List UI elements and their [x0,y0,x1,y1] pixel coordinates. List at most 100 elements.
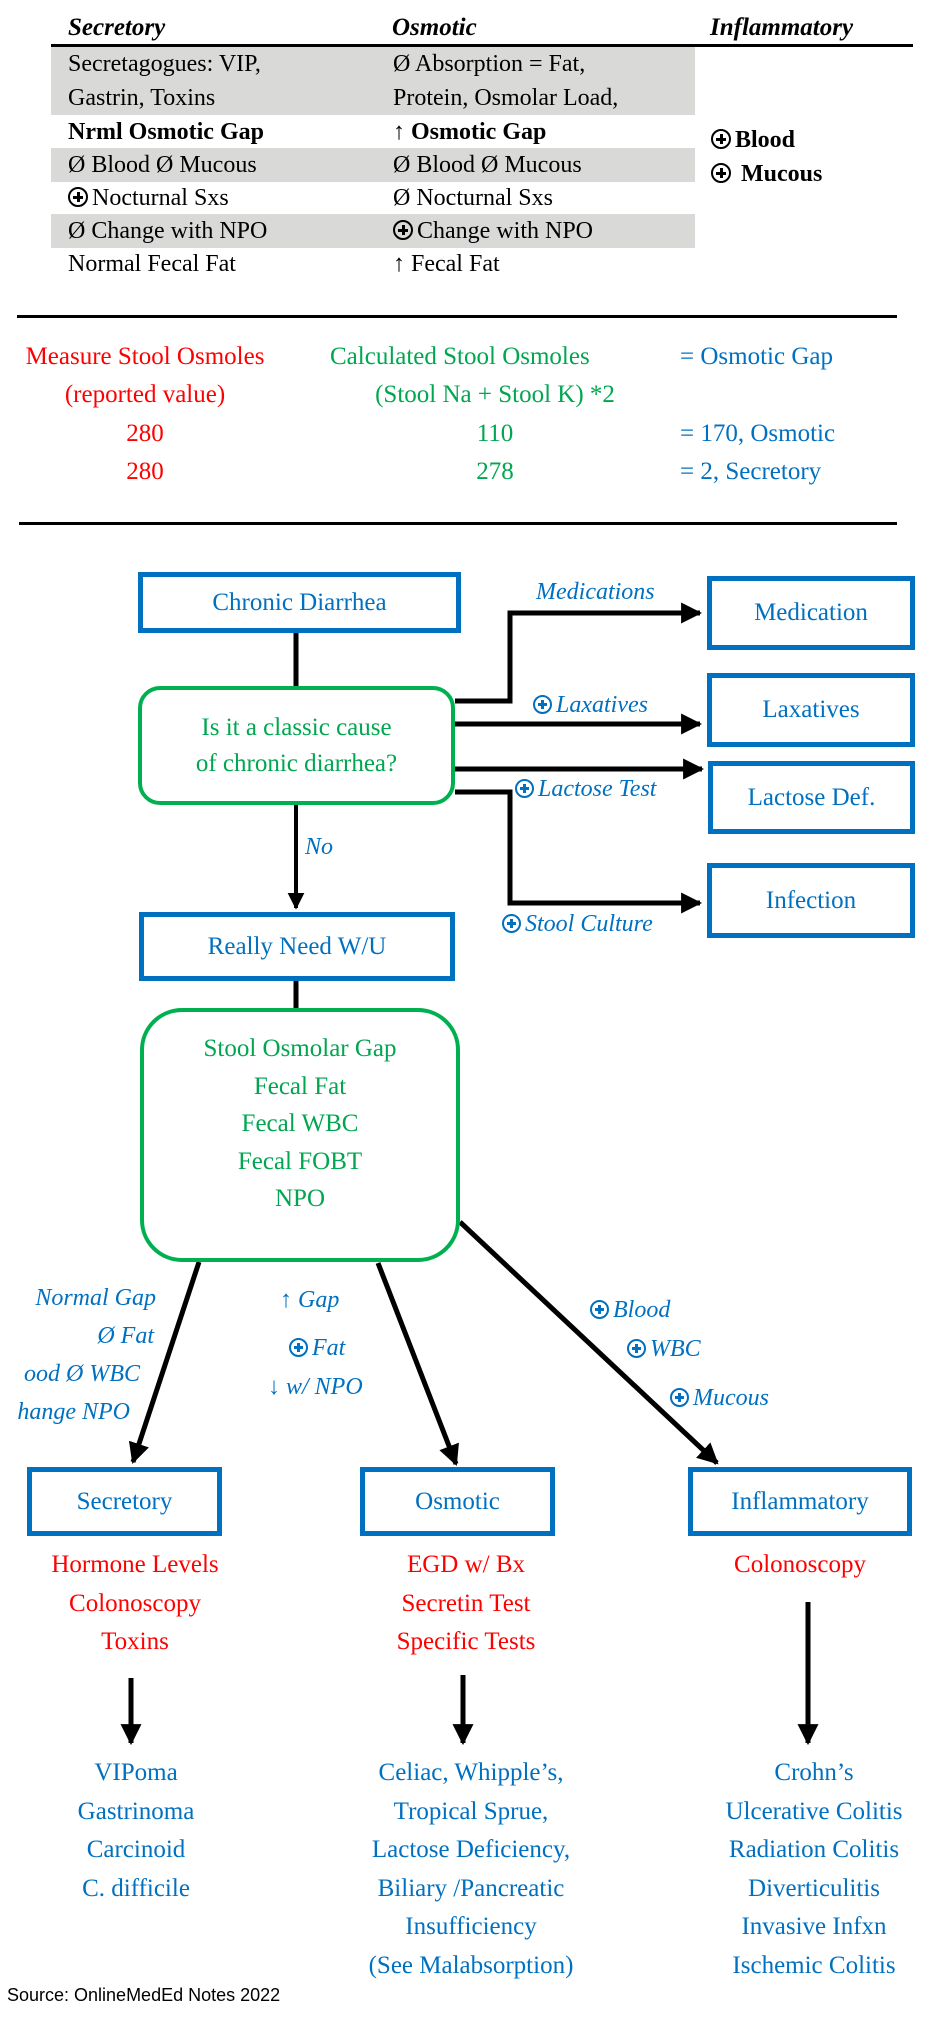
secretory-row: Ø Blood Ø Mucous [68,152,257,178]
inflammatory-row: Blood [711,124,795,156]
node-classic-cause-question: Is it a classic cause of chronic diarrhe… [138,686,455,805]
header-osmotic: Osmotic [392,14,477,41]
header-inflammatory: Inflammatory [710,14,854,41]
arrow-inflammatory [458,1220,719,1465]
label-text: Stool Culture [525,911,653,937]
calculated-header: Calculated Stool Osmoles [330,343,590,370]
osmotic-row: ↑ Osmotic Gap [393,119,547,145]
label-laxatives: Laxatives [533,691,648,719]
secretory-row: Nocturnal Sxs [68,182,229,214]
arrow-infection [455,789,703,914]
shaded-band [51,214,695,248]
secretory-row-text: Nocturnal Sxs [92,185,229,211]
criteria-item: hange NPO [17,1399,130,1425]
label-no: No [305,834,334,860]
measured-value: 280 [126,458,164,485]
node-medication: Medication [707,576,915,650]
secretory-row: Normal Fecal Fat [68,251,236,277]
calculated-subheader: (Stool Na + Stool K) *2 [375,381,615,408]
criteria-item: ood Ø WBC [24,1361,140,1387]
osmotic-tests: EGD w/ Bx Secretin Test Specific Tests [397,1546,536,1662]
osmotic-row: Ø Blood Ø Mucous [393,152,582,178]
arrow-secretory [128,1261,202,1464]
diagnosis-item: Lactose Deficiency, [371,1836,571,1863]
criteria-text: WBC [650,1336,701,1362]
section-divider [19,522,897,525]
diagnosis-item: C. difficile [82,1874,190,1902]
diagnosis-item: Gastrinoma [77,1797,195,1825]
node-osmotic: Osmotic [360,1467,555,1536]
osmotic-row: Ø Absorption = Fat, [393,51,586,77]
secretory-diagnoses: VIPoma Gastrinoma Carcinoid C. difficile [78,1754,195,1908]
plus-circle-icon [627,1339,646,1358]
section-divider [17,315,897,318]
inflammatory-tests: Colonoscopy [734,1546,866,1585]
secretory-row: Nrml Osmotic Gap [68,119,264,145]
test-item: Colonoscopy [734,1551,866,1578]
inflammatory-diagnoses: Crohn’s Ulcerative Colitis Radiation Col… [725,1754,902,1985]
diagnosis-item: VIPoma [94,1759,178,1786]
inflammatory-row-text: Blood [735,127,796,153]
shaded-band [51,47,695,115]
osmotic-row: Ø Nocturnal Sxs [393,185,553,211]
node-chronic-diarrhea: Chronic Diarrhea [138,572,461,633]
plus-circle-icon [68,187,88,207]
result-value: = 170, Osmotic [680,420,836,447]
criteria-item: Ø Fat [97,1323,154,1349]
plus-circle-icon [670,1388,689,1407]
label-lactose-test: Lactose Test [515,775,656,803]
measured-subheader: (reported value) [64,381,226,408]
calculated-value: 110 [476,420,514,447]
measured-value: 280 [126,420,164,447]
test-item: Secretin Test [401,1589,531,1617]
osmotic-diagnoses: Celiac, Whipple’s, Tropical Sprue, Lacto… [369,1754,574,1985]
question-line: Is it a classic cause [201,713,392,741]
arrow-osmotic [375,1262,459,1466]
header-underline [51,44,913,47]
measured-header: Measure Stool Osmoles [25,343,265,370]
plus-circle-icon [590,1300,609,1319]
label-stool-culture: Stool Culture [502,910,653,938]
result-value: = 2, Secretory [680,458,822,485]
criteria-text: Fat [312,1335,346,1361]
plus-circle-icon [515,779,534,798]
diagnosis-item: Invasive Infxn [741,1913,887,1940]
plus-circle-icon [502,914,521,933]
plus-circle-icon [533,695,552,714]
diagnosis-item: Ischemic Colitis [732,1951,896,1979]
criteria-item: Normal Gap [35,1285,156,1311]
osmotic-row: ↑ Fecal Fat [393,251,500,277]
node-inflammatory: Inflammatory [688,1467,912,1536]
osmotic-row: Protein, Osmolar Load, [393,85,619,111]
criteria-text: Blood [613,1297,671,1323]
criteria-text: Mucous [693,1385,769,1411]
inflammatory-row-text: Mucous [741,161,823,187]
test-item: Colonoscopy [69,1589,201,1617]
criteria-item: Blood [590,1296,670,1324]
secretory-row: Ø Change with NPO [68,218,268,244]
plus-circle-icon [711,163,731,183]
test-item: Toxins [101,1628,169,1655]
plus-circle-icon [289,1338,308,1357]
node-really-need-workup: Really Need W/U [139,912,455,981]
diagnosis-item: Tropical Sprue, [393,1797,549,1825]
osmotic-row: Change with NPO [393,215,593,247]
secretory-tests: Hormone Levels Colonoscopy Toxins [51,1546,218,1662]
plus-circle-icon [711,129,731,149]
label-text: Laxatives [556,692,648,718]
secretory-row: Gastrin, Toxins [68,85,216,111]
criteria-item: Fat [289,1334,345,1362]
osmotic-row-text: Change with NPO [417,218,593,244]
arrow-medications [455,602,703,704]
node-workup-tests: Stool Osmolar Gap Fecal Fat Fecal WBC Fe… [140,1008,460,1262]
test-item: Stool Osmolar Gap [203,1035,397,1063]
test-item: Fecal FOBT [237,1147,363,1175]
node-lactose-def: Lactose Def. [708,761,915,834]
diagnosis-item: Crohn’s [774,1759,854,1786]
diagnosis-item: Radiation Colitis [728,1836,900,1863]
calculated-value: 278 [476,458,514,485]
label-text: Lactose Test [538,776,657,802]
test-item: Specific Tests [396,1628,536,1655]
diagnosis-item: Carcinoid [86,1836,186,1863]
